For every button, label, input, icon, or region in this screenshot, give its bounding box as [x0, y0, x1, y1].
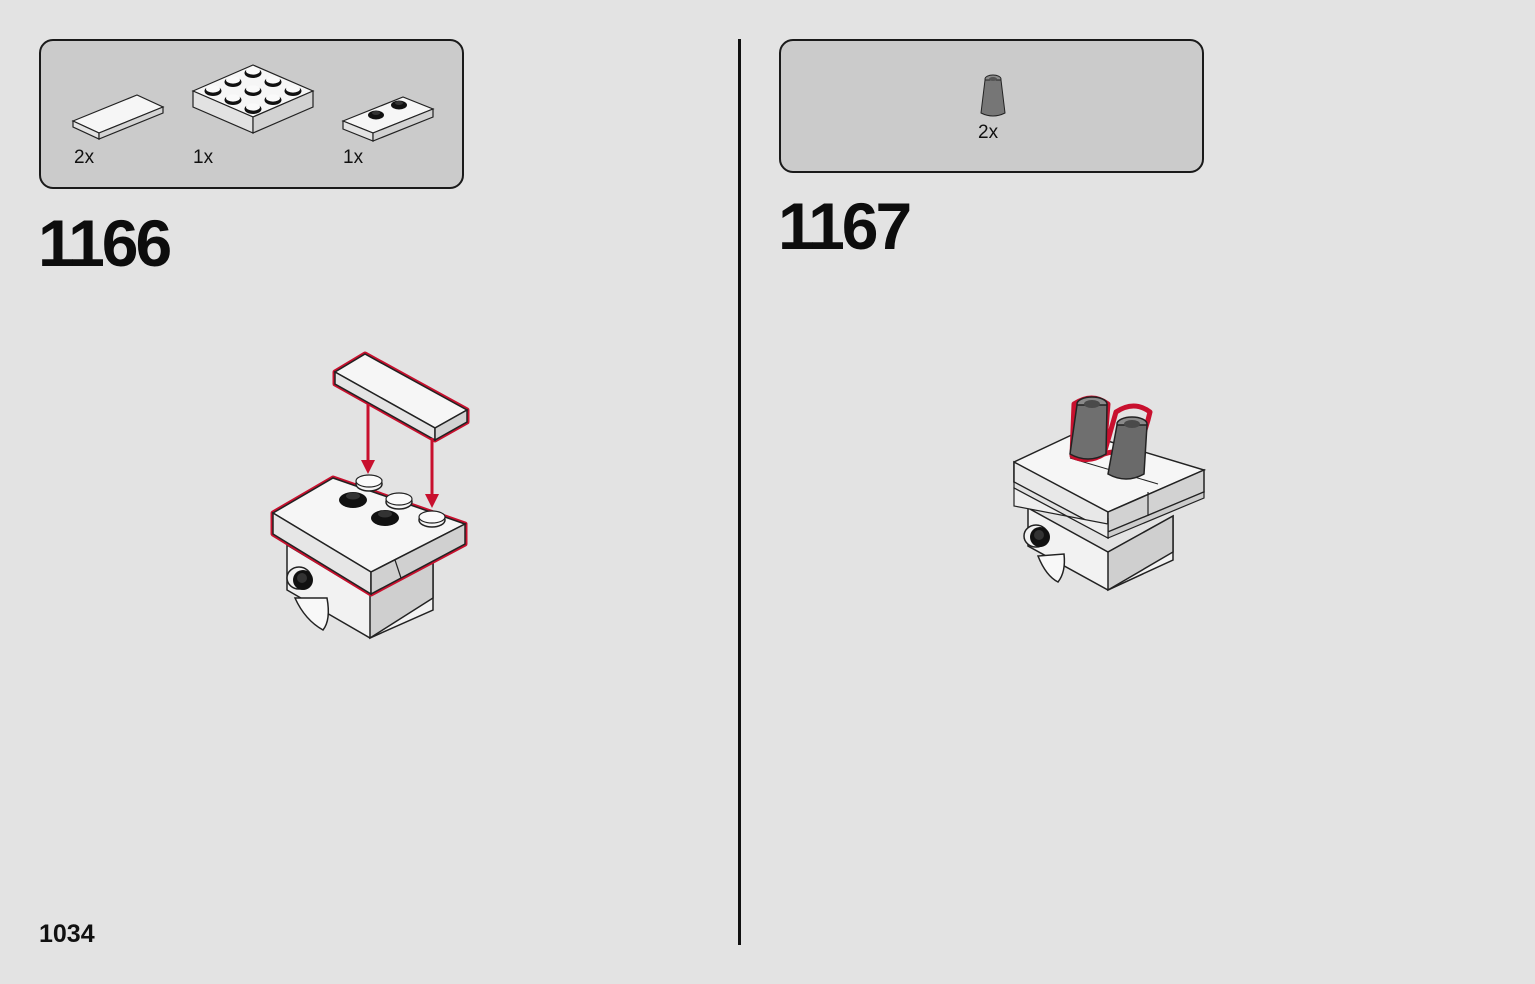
placement-arrow-icon [361, 404, 375, 474]
white-plate-3x3-icon [191, 61, 316, 146]
gray-cone-1x1-icon [977, 73, 1009, 121]
page-divider [738, 39, 741, 945]
page-number: 1034 [39, 920, 95, 948]
assembly-illustration-step-1166 [265, 350, 475, 645]
step-number: 1166 [38, 206, 172, 280]
white-tile-1x4-icon [71, 93, 166, 143]
white-jumper-plate-icon [341, 93, 436, 143]
step-number: 1167 [778, 189, 912, 263]
part-qty: 2x [978, 122, 999, 143]
part-qty: 1x [343, 147, 364, 168]
assembly-illustration-step-1167 [1008, 390, 1213, 595]
placement-arrow-icon [425, 438, 439, 508]
parts-callout-step-1167: 2x [779, 39, 1204, 173]
part-qty: 1x [193, 147, 214, 168]
parts-callout-step-1166: 2x [39, 39, 464, 189]
part-qty: 2x [74, 147, 95, 168]
